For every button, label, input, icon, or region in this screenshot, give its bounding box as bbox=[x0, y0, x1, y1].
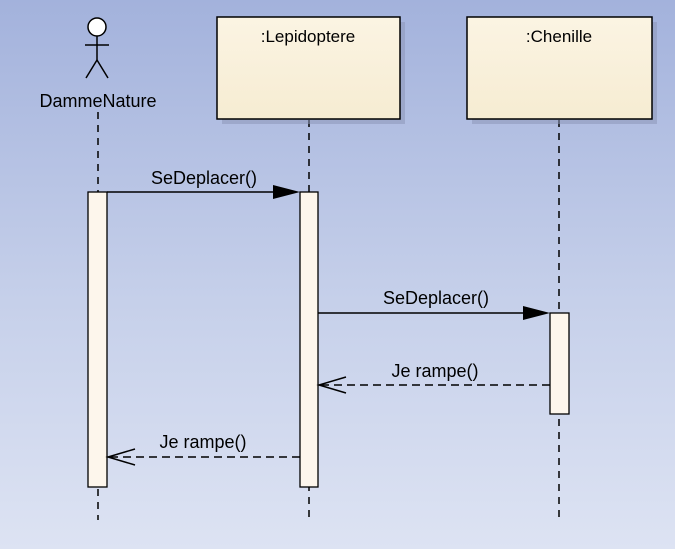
lifeline-label-chenille: :Chenille bbox=[526, 27, 592, 46]
message-1-arrow bbox=[107, 185, 300, 199]
lifeline-label-lepidoptere: :Lepidoptere bbox=[261, 27, 356, 46]
lifeline-box-lepidoptere[interactable] bbox=[216, 16, 401, 120]
message-2-label: SeDeplacer() bbox=[383, 288, 489, 308]
message-1-label: SeDeplacer() bbox=[151, 168, 257, 188]
activation-bar-actor bbox=[87, 191, 108, 488]
activation-bar-chenille bbox=[549, 312, 570, 415]
actor-icon bbox=[85, 17, 109, 79]
lifeline-box-chenille[interactable] bbox=[466, 16, 653, 120]
activation-bar-lepidoptere bbox=[299, 191, 319, 488]
message-3-return-arrow bbox=[316, 376, 550, 394]
actor-label: DammeNature bbox=[39, 91, 156, 111]
message-2-arrow bbox=[318, 306, 550, 320]
message-4-label: Je rampe() bbox=[159, 432, 246, 452]
message-4-return-arrow bbox=[105, 448, 300, 466]
message-3-label: Je rampe() bbox=[391, 361, 478, 381]
